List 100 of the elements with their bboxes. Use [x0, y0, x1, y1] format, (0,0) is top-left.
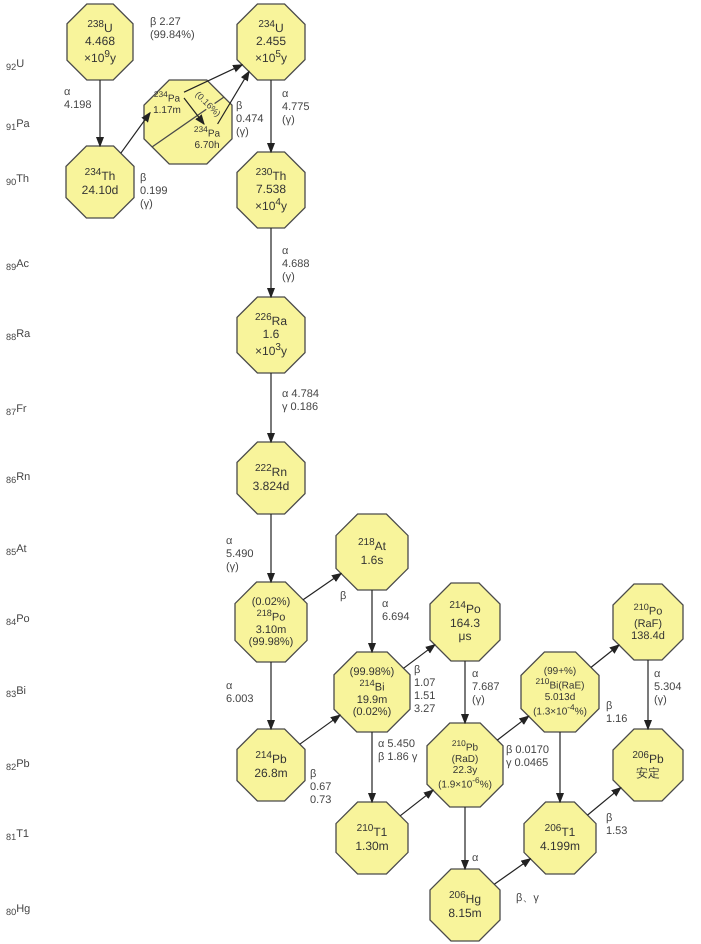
nuclide-text: $^{234}$U: [257, 18, 285, 36]
nuclide-text: $^{222}$Rn: [254, 463, 288, 480]
nuclide-text: 3.10m: [256, 624, 286, 636]
split-octagon: [144, 80, 232, 164]
decay-arrow: [461, 807, 469, 870]
nuclide-text: 8.15m: [448, 906, 482, 920]
nuclide-text: 1.6s: [360, 554, 384, 567]
nuclide-text: $^{210}$T1: [356, 823, 388, 840]
nuclide-text: $^{238}$U: [86, 18, 114, 36]
nuclide-text: $^{210}$Pb: [452, 739, 478, 754]
decay-arrow: [267, 80, 275, 152]
nuclide-octagon: [237, 442, 305, 514]
decay-arrow: [368, 590, 376, 652]
nuclide-text: 24.10d: [82, 184, 118, 197]
element-label: $_{90}$Th: [6, 173, 30, 188]
nuclide-text: $^{218}$Po: [256, 608, 286, 624]
decay-arrow: [403, 644, 436, 669]
decay-arrow: [299, 714, 340, 745]
nuclide-text: $^{210}$Po: [634, 602, 662, 618]
nuclide-octagon: [427, 723, 503, 807]
nuclide-octagon: [613, 584, 683, 660]
nuclide-text: $^{234}$Th: [84, 167, 116, 184]
decay-arrow: [120, 112, 150, 154]
nuclide-text: 4.199m: [540, 840, 580, 853]
nuclide-text: $^{218}$At: [358, 537, 386, 554]
nuclide-text: $^{226}$Ra: [254, 312, 288, 328]
decay-arrow: [494, 858, 531, 885]
nuclide-octagon: [430, 583, 500, 661]
nuclide-text: (RaF): [634, 618, 662, 630]
nuclide-text: (RaD): [452, 754, 478, 765]
nuclide-octagon: [67, 4, 133, 80]
nuclide-octagon: [237, 4, 305, 80]
nuclide-text: 1.6 ×10$^{3}$y: [254, 328, 288, 358]
nuclide-text: (1.3×10$^{-4}$%): [533, 703, 587, 718]
nuclide-text: 19.9m: [356, 694, 388, 706]
decay-arrow: [267, 373, 275, 442]
nuclide-text: 7.538 ×10$^{4}$y: [254, 183, 288, 214]
decay-arrow: [96, 80, 104, 146]
nuclide-octagon: [430, 869, 500, 941]
decay-arrow: [587, 787, 622, 816]
element-label: $_{83}$Bi: [6, 685, 26, 700]
nuclide-text: $^{214}$Bi: [359, 678, 385, 694]
element-label: $_{84}$Po: [6, 613, 30, 628]
nuclide-text: $^{206}$T1: [544, 823, 576, 840]
nuclide-text: 2.455 ×10$^{5}$y: [254, 35, 288, 66]
decay-arrow: [267, 662, 275, 730]
decay-arrow: [302, 573, 342, 600]
decay-arrow: [217, 71, 250, 124]
element-label: $_{92}$U: [6, 58, 24, 72]
nuclide-text: $^{206}$Pb: [632, 750, 664, 766]
nuclide-text: 1.17m: [153, 104, 181, 116]
nuclide-octagon: [613, 729, 683, 801]
decay-arrow: [461, 661, 469, 724]
decay-arrow: [590, 644, 620, 668]
nuclide-text: $^{210}$Bi(RaE): [536, 677, 584, 692]
nuclide-text: $^{234}$Pa: [194, 125, 220, 140]
nuclide-text: $^{214}$Pb: [255, 750, 287, 766]
nuclide-text: (99+%): [544, 666, 576, 678]
nuclide-text: (99.98%): [248, 636, 294, 648]
element-label: $_{86}$Rn: [6, 471, 30, 486]
nuclide-text: 4.468 ×10$^{9}$y: [83, 35, 117, 66]
nuclide-text: $^{234}$Pa: [154, 90, 180, 105]
nuclide-text: 22.3y: [452, 765, 478, 776]
nuclide-text: (1.9×10$^{-6}$%): [438, 776, 492, 791]
nuclide-octagon: [336, 514, 408, 590]
decay-arrow: [267, 228, 275, 298]
nuclide-octagon: [524, 802, 596, 874]
decay-arrow: [267, 514, 275, 582]
decay-label: β 0.474 (γ): [236, 100, 266, 139]
nuclide-text: 安定: [636, 766, 660, 780]
nuclide-octagon: [237, 152, 305, 228]
nuclide-octagon: [521, 652, 599, 732]
element-label: $_{89}$Ac: [6, 258, 30, 272]
nuclide-text: (0.02%): [252, 596, 290, 608]
decay-arrow: [184, 64, 243, 93]
decay-arrow: [400, 790, 434, 816]
nuclide-text: 1.30m: [355, 840, 389, 853]
nuclide-octagon: [235, 582, 307, 662]
nuclide-text: $^{230}$Th: [254, 166, 288, 184]
element-label: $_{82}$Pb: [6, 758, 30, 772]
nuclide-octagon: [237, 729, 305, 801]
nuclide-text: 26.8m: [254, 766, 288, 780]
decay-arrow: [368, 732, 376, 802]
nuclide-text: 164.3 μs: [448, 616, 482, 644]
nuclide-text: 5.013d: [544, 692, 576, 704]
decay-arrow: [184, 98, 204, 124]
element-label: $_{87}$Fr: [6, 403, 27, 418]
nuclide-text: $^{214}$Po: [448, 600, 482, 617]
decay-arrow: [556, 732, 564, 802]
nuclide-octagon: [334, 652, 410, 732]
nuclide-text: (0.02%): [352, 706, 392, 718]
nuclide-text: 138.4d: [631, 630, 665, 642]
element-label: $_{80}$Hg: [6, 903, 30, 918]
decay-arrow: [644, 660, 652, 730]
nuclide-text: 6.70h: [194, 140, 220, 151]
element-label: $_{91}$Pa: [6, 118, 30, 132]
nuclide-octagon: [66, 146, 134, 218]
decay-arrow: [496, 716, 530, 741]
nuclide-text: (99.98%): [350, 666, 394, 678]
element-label: $_{88}$Ra: [6, 328, 30, 342]
